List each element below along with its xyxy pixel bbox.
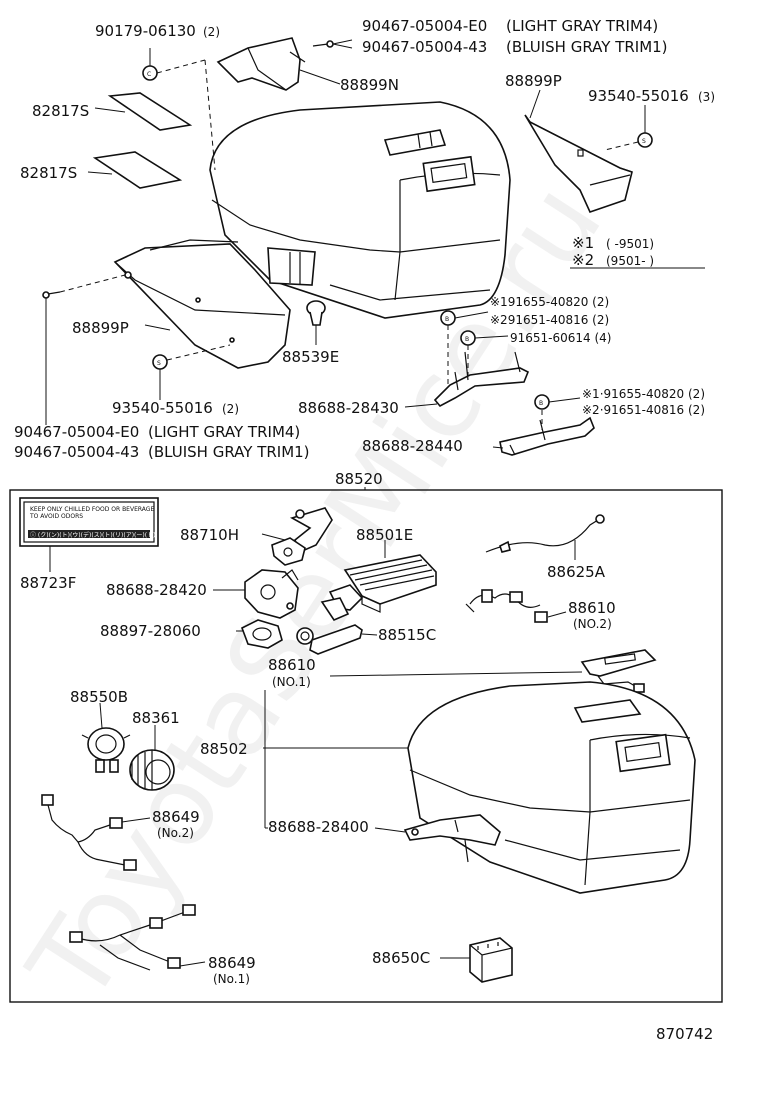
clip-93540-bottom: S (152, 344, 231, 400)
cooler-box-top (209, 101, 511, 319)
label-90179-qty: (2) (203, 25, 220, 39)
cooler-box-88502 (263, 681, 696, 894)
cover-88899p-right: S (524, 89, 653, 213)
svg-text:C: C (147, 71, 151, 78)
svg-text:B: B (445, 316, 449, 323)
cover-88899n (216, 37, 341, 91)
label-93540-top: 93540-55016 (588, 87, 689, 105)
harness-88649-no2 (41, 794, 151, 871)
label-88899p-top: 88899P (505, 72, 562, 90)
label-no1-b: (No.1) (213, 972, 250, 986)
label-trim-light-bottom: (LIGHT GRAY TRIM4) (148, 423, 300, 441)
strip-82817s-a (94, 92, 193, 131)
label-88897: 88897-28060 (100, 622, 201, 640)
label-88899p-left: 88899P (72, 319, 129, 337)
svg-text:B: B (465, 336, 469, 343)
figure-number: 870742 (656, 1025, 713, 1043)
assembly-frame-88520 (9, 489, 723, 1003)
bolt-b-3: B (534, 394, 581, 410)
strip-82817s-b (87, 151, 183, 189)
handle-88710h (261, 507, 333, 566)
bolt-b-1: B (440, 310, 489, 326)
label-88649-no2: 88649 (152, 808, 200, 826)
harness-88610-no2 (465, 589, 567, 623)
label-91655-a: ※191655-40820 (2) (490, 295, 609, 309)
label-trim-bluish-bottom: (BLUISH GRAY TRIM1) (148, 443, 310, 461)
sensor-88625a (485, 514, 605, 560)
label-90467-43-top: 90467-05004-43 (362, 38, 487, 56)
label-88723f: 88723F (20, 574, 76, 592)
label-91651-60614: 91651-60614 (4) (510, 331, 612, 345)
label-90467-e0-bottom: 90467-05004-E0 (14, 423, 139, 441)
label-90467-e0-top: 90467-05004-E0 (362, 17, 487, 35)
clip-88539e (306, 300, 326, 345)
svg-text:TO AVOID ODORS: TO AVOID ODORS (29, 513, 83, 520)
label-93540-bottom: 93540-55016 (112, 399, 213, 417)
label-note2-mark: ※2 (572, 251, 594, 269)
svg-text:ⓘ (ク)(ン)(ト)(ウ)(デ)(ス)(ト)(リ)(ア)(: ⓘ (ク)(ン)(ト)(ウ)(デ)(ス)(ト)(リ)(ア)(ー)(ト) (30, 531, 155, 539)
label-88610-no1: 88610 (268, 656, 316, 674)
label-88625a: 88625A (547, 563, 606, 581)
label-88539e: 88539E (282, 348, 339, 366)
top-assembly: C S (14, 17, 715, 461)
bolt-b-2: B (460, 330, 509, 346)
label-90179: 90179-06130 (95, 22, 196, 40)
label-82817s-b: 82817S (20, 164, 77, 182)
label-82817s-a: 82817S (32, 102, 89, 120)
svg-text:S: S (157, 360, 161, 367)
sticker-88723f: KEEP ONLY CHILLED FOOD OR BEVERAGE TO AV… (19, 497, 159, 572)
label-88710h: 88710H (180, 526, 239, 544)
label-88501e: 88501E (356, 526, 413, 544)
label-91651-a: ※291651-40816 (2) (490, 313, 609, 327)
label-88550b: 88550B (70, 688, 128, 706)
label-93540-top-qty: (3) (698, 90, 715, 104)
label-88688-28420: 88688-28420 (106, 581, 207, 599)
fan-88361 (129, 725, 175, 791)
label-91651-b: ※2·91651-40816 (2) (582, 403, 705, 417)
relay-88650c (440, 937, 513, 983)
label-trim-light-top: (LIGHT GRAY TRIM4) (506, 17, 658, 35)
switch-88610-no1 (329, 649, 657, 693)
label-88361: 88361 (132, 709, 180, 727)
label-no2-b: (No.2) (157, 826, 194, 840)
bracket-88688-28440 (492, 410, 595, 456)
harness-88649-no1 (69, 904, 206, 971)
label-88515c: 88515C (378, 626, 436, 644)
clip-90179: C (142, 48, 216, 171)
motor-88550b (81, 702, 131, 773)
label-88649-no1: 88649 (208, 954, 256, 972)
label-88520: 88520 (335, 470, 383, 488)
svg-text:B: B (539, 400, 543, 407)
label-trim-bluish-top: (BLUISH GRAY TRIM1) (506, 38, 668, 56)
label-88899n: 88899N (340, 76, 399, 94)
label-note1-range: ( -9501) (606, 237, 654, 251)
hose-88515c (296, 624, 378, 655)
leader-bracket-group (263, 690, 268, 829)
label-note1-mark: ※1 (572, 234, 594, 252)
label-88610-no2: 88610 (568, 599, 616, 617)
gasket-88897 (236, 619, 283, 649)
label-note2-range: (9501- ) (606, 254, 654, 268)
heat-exchanger-88501e (320, 540, 437, 621)
bracket-88688-28420 (213, 569, 299, 619)
label-88650c: 88650C (372, 949, 430, 967)
svg-text:KEEP ONLY CHILLED FOOD OR BEVE: KEEP ONLY CHILLED FOOD OR BEVERAGE (30, 506, 154, 513)
label-88688-28440: 88688-28440 (362, 437, 463, 455)
label-88502: 88502 (200, 740, 248, 758)
label-no2-a: (NO.2) (573, 617, 612, 631)
label-no1-a: (NO.1) (272, 675, 311, 689)
cover-88899p-left (42, 239, 291, 425)
label-88688-28430: 88688-28430 (298, 399, 399, 417)
bracket-88688-28400 (374, 814, 501, 863)
label-88688-28400: 88688-28400 (268, 818, 369, 836)
screw-90467-top (312, 39, 353, 49)
bracket-88688-28430 (404, 325, 530, 408)
label-90467-43-bottom: 90467-05004-43 (14, 443, 139, 461)
sub-assembly: KEEP ONLY CHILLED FOOD OR BEVERAGE TO AV… (19, 497, 696, 986)
label-93540-bottom-qty: (2) (222, 402, 239, 416)
svg-text:S: S (642, 138, 646, 145)
label-91655-b: ※1·91655-40820 (2) (582, 387, 705, 401)
